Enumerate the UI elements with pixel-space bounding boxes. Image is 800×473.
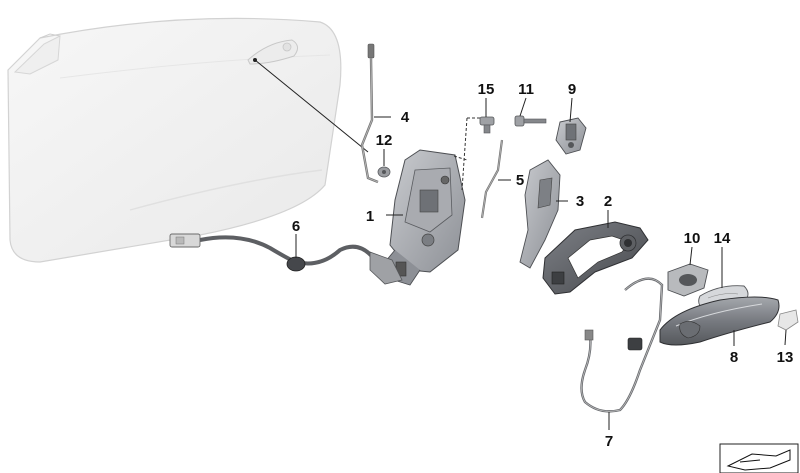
callout-4: 4 (401, 109, 410, 126)
callout-9: 9 (568, 81, 576, 98)
wiring-harness (169, 233, 403, 285)
grommet (377, 166, 391, 178)
callout-11: 11 (518, 81, 534, 98)
door-lock-assembly (384, 149, 466, 286)
door-handle-recess (247, 39, 298, 65)
assembly-dashed-line (453, 155, 468, 161)
callout-3: 3 (576, 193, 584, 210)
callout-7: 7 (605, 433, 613, 450)
leader-lines (295, 97, 787, 430)
end-cap (777, 309, 799, 331)
callout-13: 13 (777, 349, 794, 366)
door-leader-dot (253, 58, 257, 62)
callout-12: 12 (376, 132, 393, 149)
lock-rod (360, 43, 379, 184)
striker (555, 117, 587, 155)
callout-6: 6 (292, 218, 300, 235)
callout-2: 2 (604, 193, 612, 210)
door-leader-line (254, 59, 369, 153)
callout-1: 1 (366, 208, 374, 225)
handle-carrier (542, 221, 649, 295)
assembly-dashed-line (461, 117, 468, 191)
door-panel (7, 17, 342, 263)
gasket (667, 263, 709, 297)
callout-8: 8 (730, 349, 738, 366)
callout-5: 5 (516, 172, 524, 189)
callout-labels: 1 2 3 4 5 6 7 8 9 10 11 12 13 14 15 (292, 81, 794, 450)
bracket (519, 159, 561, 269)
actuating-rod (480, 139, 504, 219)
screw (514, 115, 547, 127)
callout-15: 15 (478, 81, 495, 98)
orientation-symbol (719, 443, 799, 473)
callout-10: 10 (684, 230, 701, 247)
outer-door-handle (659, 296, 780, 346)
bowden-cable (580, 277, 664, 413)
callout-14: 14 (714, 230, 731, 247)
screw (479, 116, 495, 134)
